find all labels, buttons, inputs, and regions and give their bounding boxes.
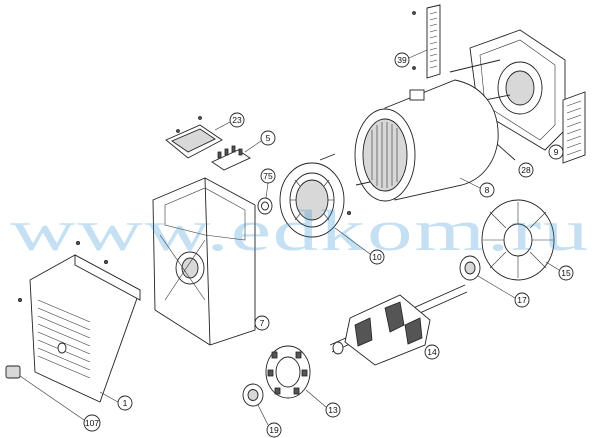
callout-1: [117, 395, 133, 411]
watermark-text: www.edkom.ru: [10, 198, 590, 263]
label-75: 75: [263, 171, 273, 181]
side-vent-grille: [562, 91, 586, 164]
callout-39: [394, 52, 410, 68]
label-39: 39: [397, 55, 407, 65]
part-19-bearing: 19: [242, 383, 282, 438]
part-10-exciter-stator: 10: [279, 153, 385, 265]
label-23: 23: [232, 115, 242, 125]
part-23-terminal-board: 23: [165, 112, 245, 159]
label-28: 28: [521, 165, 531, 175]
callout-107: [83, 414, 101, 432]
part-15-fan: 15: [481, 199, 574, 281]
part-5-terminal-block: 5: [211, 130, 276, 171]
part-1-front-cover: 1: [17, 240, 141, 411]
callout-8: [479, 182, 495, 198]
callout-5: [260, 130, 276, 146]
label-17: 17: [517, 295, 527, 305]
label-19: 19: [269, 425, 279, 435]
part-75-ring: 75: [257, 168, 276, 215]
label-1: 1: [123, 398, 128, 408]
callout-14: [424, 344, 440, 360]
label-9: 9: [554, 147, 559, 157]
label-5: 5: [266, 133, 271, 143]
label-8: 8: [485, 185, 490, 195]
label-14: 14: [427, 347, 437, 357]
part-13-exciter-rotor: 13: [265, 345, 341, 418]
callout-17: [514, 292, 530, 308]
callout-28: [518, 162, 534, 178]
label-10: 10: [372, 252, 382, 262]
part-39-vent-grille: 39: [394, 4, 441, 79]
label-13: 13: [328, 405, 338, 415]
part-107-plug: 107: [5, 365, 101, 432]
callout-19: [266, 422, 282, 438]
callout-15: [558, 265, 574, 281]
part-17-bearing: 17: [459, 255, 530, 308]
label-7: 7: [260, 318, 265, 328]
callout-7: [254, 315, 270, 331]
part-7-frame: 7: [152, 177, 270, 346]
callout-13: [325, 402, 341, 418]
part-8-stator-housing: 8: [354, 79, 499, 202]
callout-23: [229, 112, 245, 128]
part-14-rotor: 14: [329, 284, 468, 366]
label-107: 107: [85, 418, 99, 428]
callout-10: [369, 249, 385, 265]
label-15: 15: [561, 268, 571, 278]
